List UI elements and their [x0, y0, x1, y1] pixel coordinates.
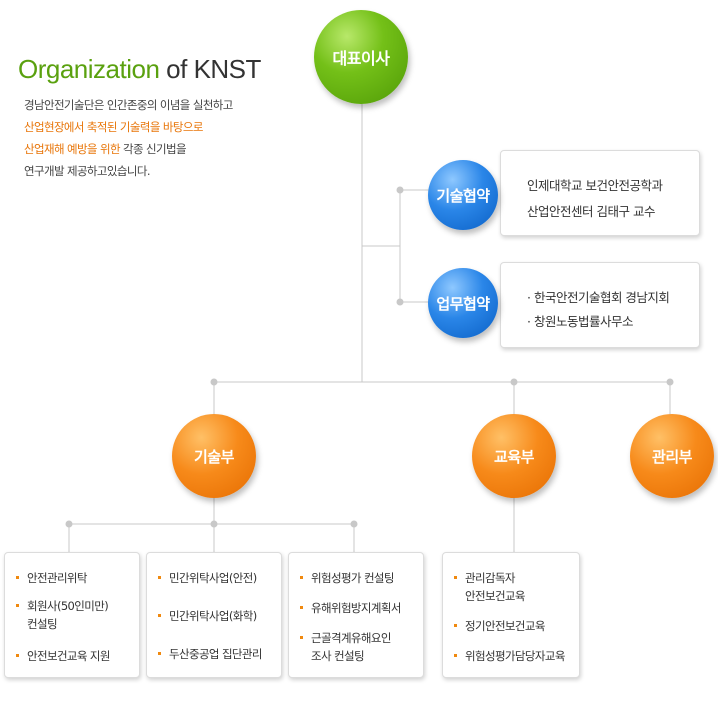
list-item: 근골격계유해요인 조사 컨설팅 [299, 629, 391, 665]
coop-box-tech: 인제대학교 보건안전공학과 산업안전센터 김태구 교수 [500, 150, 700, 236]
coop-tech-line-2: 산업안전센터 김태구 교수 [527, 204, 655, 219]
intro-line-1: 경남안전기술단은 인간존중의 이념을 실천하고 [24, 98, 233, 112]
tech-group-2: 민간위탁사업(안전) 민간위탁사업(화학) 두산중공업 집단관리 [146, 552, 282, 678]
ceo-node: 대표이사 [314, 10, 408, 104]
list-item: 회원사(50인미만) 컨설팅 [15, 597, 109, 633]
node-dot [65, 520, 73, 528]
coop-node-tech: 기술협약 [428, 160, 498, 230]
node-dot [510, 378, 518, 386]
tech-group-3: 위험성평가 컨설팅 유해위험방지계획서 근골격계유해요인 조사 컨설팅 [288, 552, 424, 678]
intro-text: 경남안전기술단은 인간존중의 이념을 실천하고 산업현장에서 축적된 기술력을 … [24, 94, 233, 182]
node-dot [396, 298, 404, 306]
coop-business-line-1: · 한국안전기술협회 경남지회 [527, 290, 670, 305]
list-item: 유해위험방지계획서 [299, 599, 401, 617]
intro-line-3: 산업재해 예방을 위한 각종 신기법을 [24, 138, 233, 160]
node-dot [210, 378, 218, 386]
coop-box-business: · 한국안전기술협회 경남지회 · 창원노동법률사무소 [500, 262, 700, 348]
dept-node-admin: 관리부 [630, 414, 714, 498]
list-item: 위험성평가담당자교육 [453, 647, 565, 665]
list-item: 위험성평가 컨설팅 [299, 569, 395, 587]
node-dot [350, 520, 358, 528]
title-of-knst: of KNST [166, 54, 261, 84]
title-organization: Organization [18, 54, 160, 84]
list-item: 관리감독자 안전보건교육 [453, 569, 525, 605]
coop-tech-line-1: 인제대학교 보건안전공학과 [527, 178, 663, 193]
coop-business-line-2: · 창원노동법률사무소 [527, 314, 633, 329]
node-dot [396, 186, 404, 194]
node-dot [666, 378, 674, 386]
intro-line-2: 산업현장에서 축적된 기술력을 바탕으로 [24, 120, 203, 134]
list-item: 민간위탁사업(안전) [157, 569, 257, 587]
node-dot [210, 520, 218, 528]
list-item: 민간위탁사업(화학) [157, 607, 257, 625]
coop-node-business: 업무협약 [428, 268, 498, 338]
intro-line-3-rest: 각종 신기법을 [119, 142, 187, 156]
page-title: Organization of KNST [18, 54, 261, 85]
tech-group-1: 안전관리위탁 회원사(50인미만) 컨설팅 안전보건교육 지원 [4, 552, 140, 678]
list-item: 안전보건교육 지원 [15, 647, 111, 665]
dept-node-edu: 교육부 [472, 414, 556, 498]
intro-line-3-highlight: 산업재해 예방을 위한 [24, 142, 121, 156]
intro-line-4: 연구개발 제공하고있습니다. [24, 164, 150, 178]
list-item: 정기안전보건교육 [453, 617, 545, 635]
edu-group: 관리감독자 안전보건교육 정기안전보건교육 위험성평가담당자교육 [442, 552, 580, 678]
list-item: 두산중공업 집단관리 [157, 645, 262, 663]
dept-node-tech: 기술부 [172, 414, 256, 498]
list-item: 안전관리위탁 [15, 569, 87, 587]
